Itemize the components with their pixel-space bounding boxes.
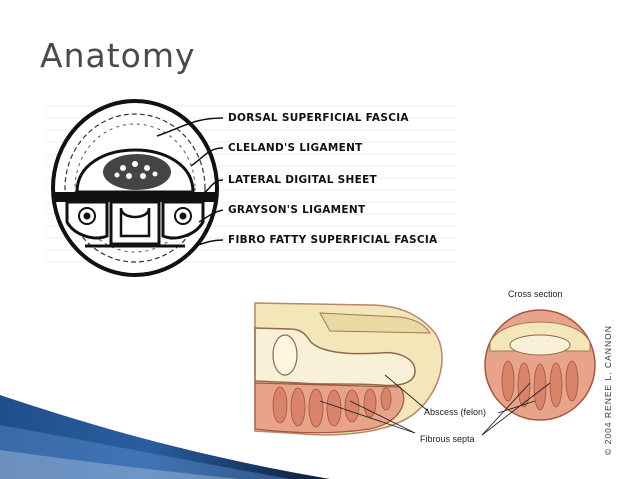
- label-lateral-digital-sheet: LATERAL DIGITAL SHEET: [228, 174, 378, 186]
- slide-title: Anatomy: [40, 36, 196, 75]
- label-clelands-ligament: CLELAND'S LIGAMENT: [228, 142, 363, 154]
- label-dorsal-superficial-fascia: DORSAL SUPERFICIAL FASCIA: [228, 112, 409, 124]
- fingertip-felon-illustration: [254, 302, 596, 436]
- label-fibro-fatty-superficial-fascia: FIBRO FATTY SUPERFICIAL FASCIA: [228, 234, 438, 246]
- label-graysons-ligament: GRAYSON'S LIGAMENT: [228, 204, 366, 216]
- abscess-label: Abscess (felon): [424, 407, 487, 417]
- finger-cross-section-drawing: [45, 99, 455, 277]
- cross-section-label: Cross section: [508, 289, 563, 299]
- decorative-swoosh: [0, 395, 330, 479]
- fibrous-septa-label: Fibrous septa: [420, 434, 475, 444]
